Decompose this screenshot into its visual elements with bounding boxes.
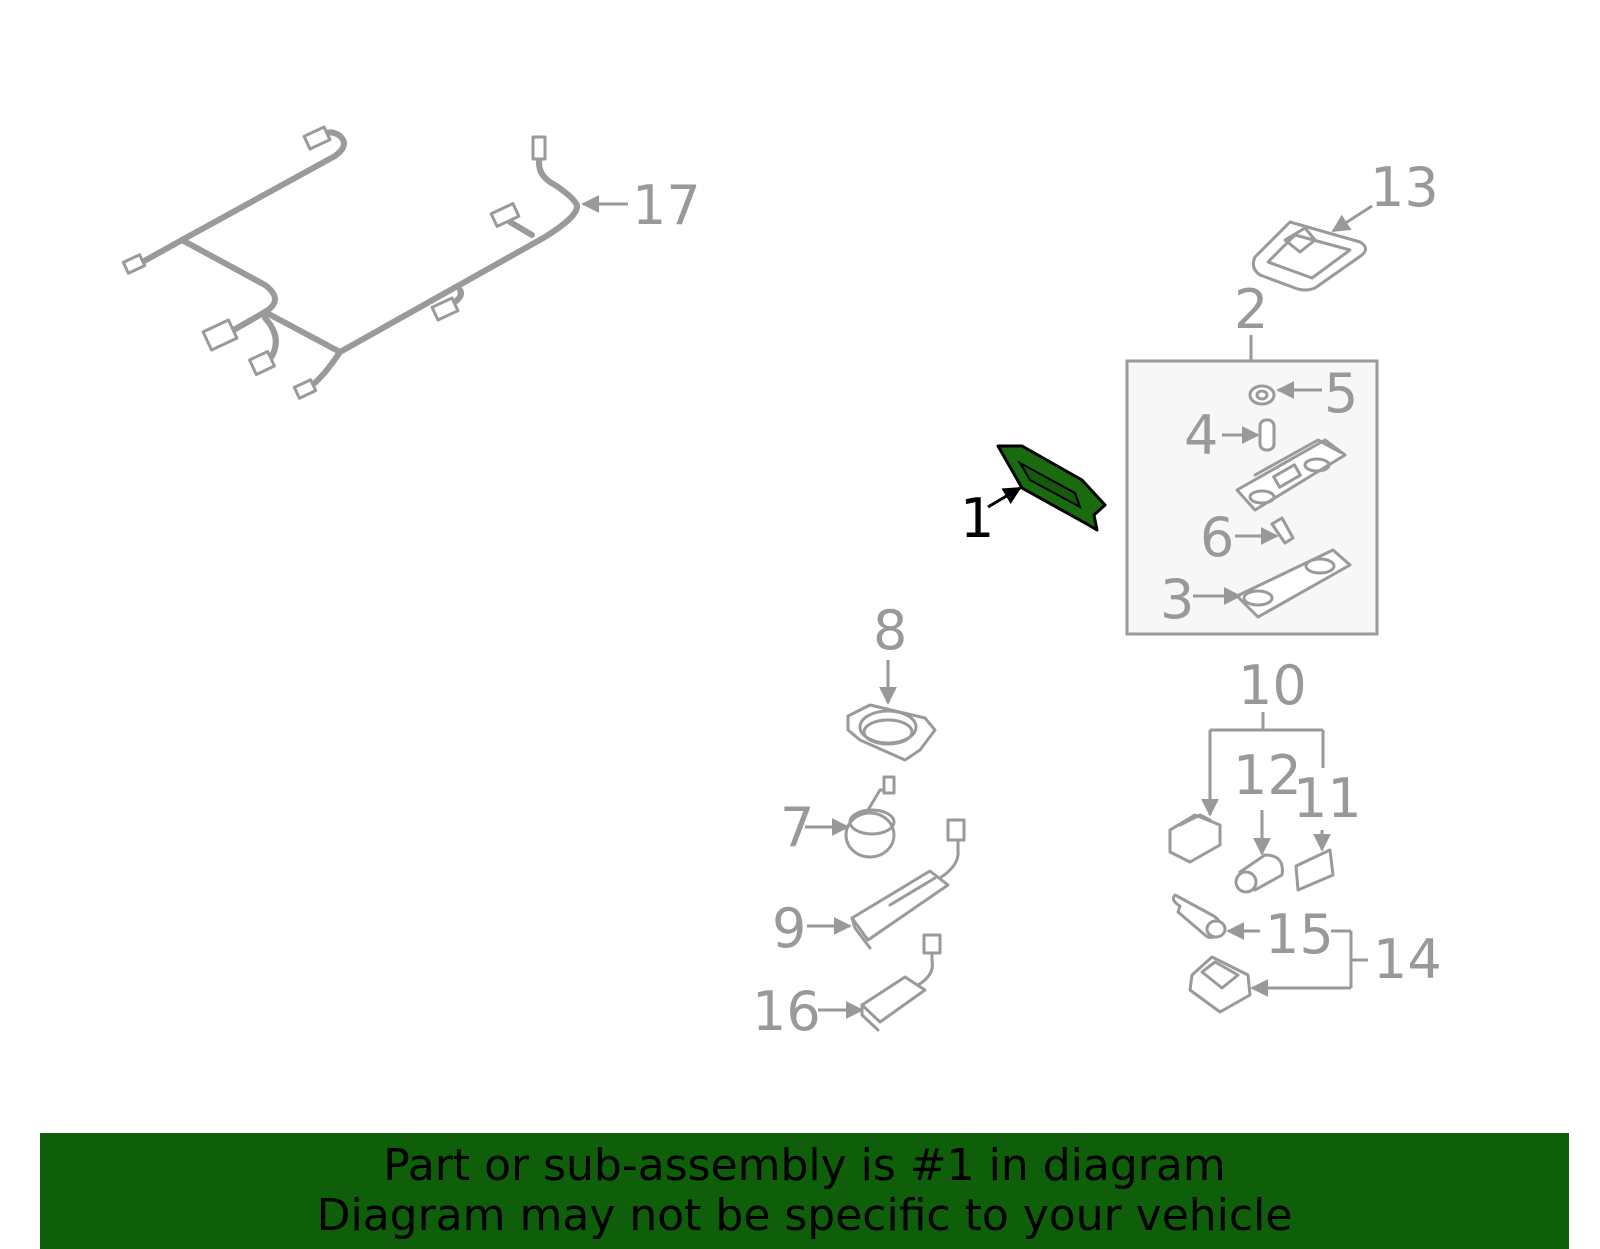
callout-12: 12 <box>1233 744 1302 807</box>
lens-11-icon <box>1294 848 1335 892</box>
light-bar-icon <box>850 818 966 950</box>
callout-14: 14 <box>1373 928 1442 991</box>
callout-11: 11 <box>1293 767 1362 830</box>
dome-lamp-icon <box>1251 220 1367 292</box>
callout-2: 2 <box>1234 278 1268 341</box>
callout-4: 4 <box>1184 404 1218 467</box>
switch-panel-icon <box>996 444 1107 532</box>
callout-1: 1 <box>960 487 994 550</box>
lamp-housing-icon <box>1235 438 1347 512</box>
callout-8: 8 <box>873 599 907 662</box>
callout-9: 9 <box>772 897 806 960</box>
lamp-unit-icon <box>1168 813 1222 864</box>
nut-icon <box>1248 384 1276 406</box>
bulb-12-icon <box>1234 853 1284 894</box>
lens-icon <box>1235 548 1352 619</box>
wiring-harness-icon <box>121 125 580 400</box>
callout-3: 3 <box>1160 568 1194 631</box>
socket-icon <box>844 775 896 859</box>
screw-icon <box>1270 516 1295 545</box>
info-banner: Part or sub-assembly is #1 in diagram Di… <box>40 1133 1569 1249</box>
bulb-icon <box>1258 418 1276 452</box>
callout-6: 6 <box>1200 506 1234 569</box>
callout-16: 16 <box>752 980 821 1043</box>
callout-17: 17 <box>632 174 701 237</box>
bulb-15-icon <box>1171 893 1227 939</box>
trim-ring-icon <box>846 703 937 762</box>
callout-10: 10 <box>1238 654 1307 717</box>
callout-7: 7 <box>780 796 814 859</box>
courtesy-lamp-icon <box>1188 955 1252 1014</box>
callout-13: 13 <box>1370 156 1439 219</box>
callout-5: 5 <box>1324 362 1358 425</box>
license-lamp-icon <box>860 933 942 1032</box>
banner-line-1: Part or sub-assembly is #1 in diagram <box>383 1140 1226 1191</box>
banner-line-2: Diagram may not be specific to your vehi… <box>316 1190 1293 1241</box>
callout-15: 15 <box>1265 903 1334 966</box>
